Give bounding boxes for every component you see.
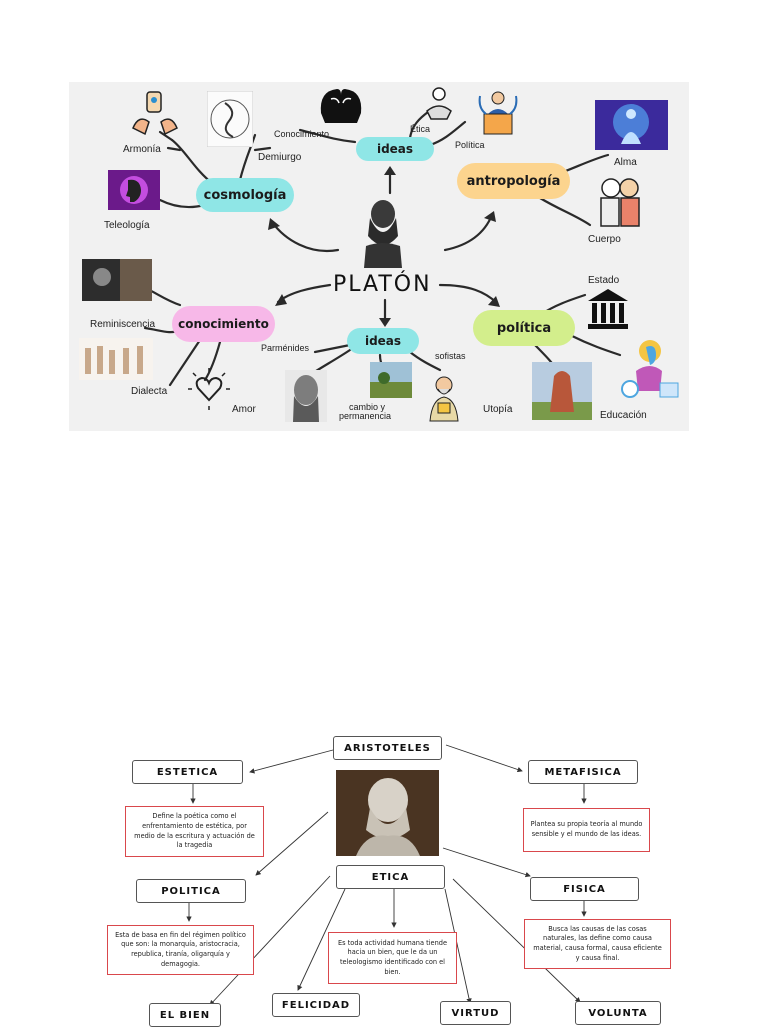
label-educacion: Educación (600, 410, 647, 421)
desc-metafisica: Plantea su propia teoría al mundo sensib… (523, 808, 650, 852)
center-title: PLATÓN (333, 272, 432, 297)
label-armonia: Armonía (123, 144, 161, 155)
soul-glow-image (595, 100, 668, 150)
desc-politica: Esta de basa en fin del régimen político… (107, 925, 254, 975)
concept-felicidad: FELICIDAD (272, 993, 360, 1017)
node-ideas-bottom: ideas (347, 328, 419, 354)
dialectic-figures-image (79, 338, 153, 380)
education-head-icon (616, 337, 680, 403)
label-teleologia: Teleología (104, 220, 150, 231)
label-cuerpo: Cuerpo (588, 234, 621, 245)
state-temple-icon (586, 287, 630, 331)
label-politica-top: Política (455, 140, 485, 150)
label-estado: Estado (588, 275, 620, 286)
node-conocimiento: conocimiento (172, 306, 275, 342)
label-dialecta: Dialecta (131, 386, 168, 397)
concept-estetica: ESTETICA (132, 760, 243, 784)
desc-etica: Es toda actividad humana tiende hacia un… (328, 932, 457, 984)
aristotle-bust-image (336, 770, 439, 856)
ethics-icon (423, 85, 455, 125)
politics-podium-icon (476, 86, 520, 136)
concept-voluntad: VOLUNTA (575, 1001, 661, 1025)
desc-fisica: Busca las causas de las cosas naturales,… (524, 919, 671, 969)
node-ideas-top: ideas (356, 137, 434, 161)
teleology-head-icon (108, 170, 160, 210)
label-etica: Ética (410, 124, 431, 134)
change-landscape-image (370, 362, 412, 398)
knowledge-heads-icon (317, 83, 365, 127)
label-demiurgo: Demiurgo (258, 152, 302, 163)
label-cambio: cambio y (349, 402, 386, 412)
concept-el-bien: EL BIEN (149, 1003, 221, 1027)
concept-metafisica: METAFISICA (528, 760, 638, 784)
label-amor: Amor (232, 404, 256, 415)
concept-etica: ETICA (336, 865, 445, 889)
plato-bust-image (362, 196, 404, 268)
utopia-tower-image (532, 362, 592, 420)
label-reminiscencia: Reminiscencia (90, 319, 156, 330)
harmony-hands-icon (129, 88, 181, 138)
concept-virtud: VIRTUD (440, 1001, 511, 1025)
node-antropologia: antropología (457, 163, 570, 199)
body-anatomy-icon (597, 176, 643, 228)
label-alma: Alma (614, 157, 637, 168)
parmenides-bust-image (285, 370, 327, 422)
label-permanencia: permanencia (339, 411, 392, 421)
concept-aristoteles: ARISTOTELES (333, 736, 442, 760)
node-cosmologia: cosmología (196, 178, 294, 212)
label-parmenides: Parménides (261, 343, 310, 353)
label-utopia: Utopía (483, 404, 513, 415)
node-politica: política (473, 310, 575, 346)
sophist-figure-icon (424, 373, 464, 423)
love-heart-icon (186, 366, 232, 412)
label-sofistas: sofistas (435, 351, 466, 361)
label-conocimiento: Conocimiento (274, 129, 330, 139)
reminiscence-image (82, 259, 152, 301)
concept-fisica: FISICA (530, 877, 639, 901)
desc-estetica: Define la poética como el enfrentamiento… (125, 806, 264, 857)
concept-politica: POLITICA (136, 879, 246, 903)
demiurge-engraving-image (206, 90, 254, 148)
